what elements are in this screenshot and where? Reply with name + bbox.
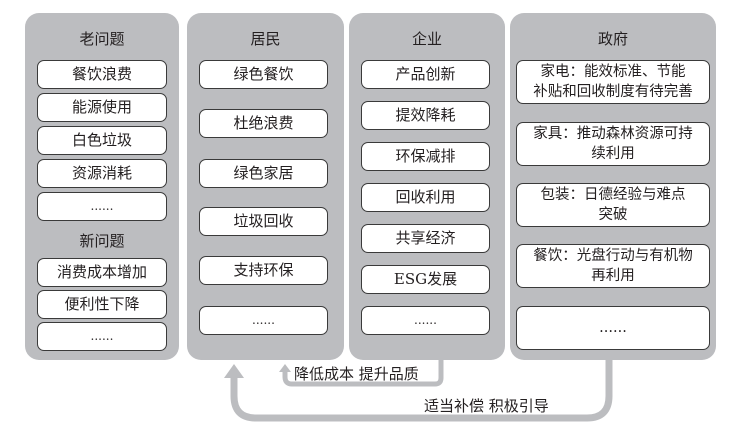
policy-line: 家电：能效标准、节能 (540, 64, 686, 80)
new-problem-item: 消费成本增加 (37, 258, 167, 287)
residents-panel: 居民 绿色餐饮 杜绝浪费 绿色家居 垃圾回收 支持环保 ...... (187, 13, 344, 360)
enterprise-to-residents-arrow (282, 360, 444, 387)
resident-action: 支持环保 (199, 256, 328, 285)
government-flow-label: 适当补偿 积极引导 (424, 397, 549, 415)
old-problem-item: 餐饮浪费 (37, 60, 167, 89)
new-problem-item: 便利性下降 (37, 290, 167, 319)
problems-panel: 老问题 餐饮浪费 能源使用 白色垃圾 资源消耗 ...... 新问题 消费成本增… (25, 13, 179, 360)
old-problem-item: 能源使用 (37, 93, 167, 122)
new-problems-title: 新问题 (79, 232, 125, 250)
policy-catering: 餐饮：光盘行动与有机物 再利用 (516, 244, 710, 288)
enterprise-action: 产品创新 (361, 60, 490, 89)
policy-line: 包装：日德经验与难点 (540, 187, 686, 203)
old-problems-title: 老问题 (79, 30, 125, 48)
policy-line: 家具：推动森林资源可持 (533, 126, 693, 142)
policy-line: 补贴和回收制度有待完善 (533, 84, 693, 100)
resident-action: 杜绝浪费 (199, 109, 328, 138)
enterprise-action: 提效降耗 (361, 101, 490, 130)
enterprise-action: 共享经济 (361, 224, 490, 253)
enterprise-flow-label: 降低成本 提升品质 (294, 365, 419, 383)
policy-line: 突破 (598, 207, 628, 223)
new-problem-more: ...... (37, 322, 167, 351)
government-to-residents-arrowhead (224, 364, 244, 378)
old-problem-more: ...... (37, 192, 167, 221)
resident-action: 绿色餐饮 (199, 60, 328, 89)
enterprise-action: 环保减排 (361, 142, 490, 171)
old-problem-item: 白色垃圾 (37, 126, 167, 155)
enterprise-action: 回收利用 (361, 183, 490, 212)
policy-furniture: 家具：推动森林资源可持 续利用 (516, 122, 710, 166)
policy-line: 餐饮：光盘行动与有机物 (533, 248, 693, 264)
residents-title: 居民 (250, 30, 281, 48)
policy-line: 续利用 (591, 146, 635, 162)
government-panel: 政府 家电：能效标准、节能 补贴和回收制度有待完善 家具：推动森林资源可持 续利… (510, 13, 716, 360)
resident-action-more: ...... (199, 306, 328, 335)
old-problem-item: 资源消耗 (37, 159, 167, 188)
enterprise-to-residents-arrowhead (279, 364, 291, 372)
enterprises-title: 企业 (411, 30, 442, 48)
policy-more: ...... (516, 306, 710, 350)
resident-action: 垃圾回收 (199, 207, 328, 236)
enterprise-action-more: ...... (361, 306, 490, 335)
enterprises-panel: 企业 产品创新 提效降耗 环保减排 回收利用 共享经济 ESG发展 ...... (349, 13, 505, 360)
policy-packaging: 包装：日德经验与难点 突破 (516, 183, 710, 227)
government-title: 政府 (597, 30, 628, 48)
policy-appliances: 家电：能效标准、节能 补贴和回收制度有待完善 (516, 60, 710, 104)
policy-more-text: ...... (599, 320, 627, 336)
resident-action: 绿色家居 (199, 159, 328, 188)
policy-line: 再利用 (591, 268, 635, 284)
government-to-residents-arrow (230, 360, 613, 422)
enterprise-action: ESG发展 (361, 265, 490, 294)
